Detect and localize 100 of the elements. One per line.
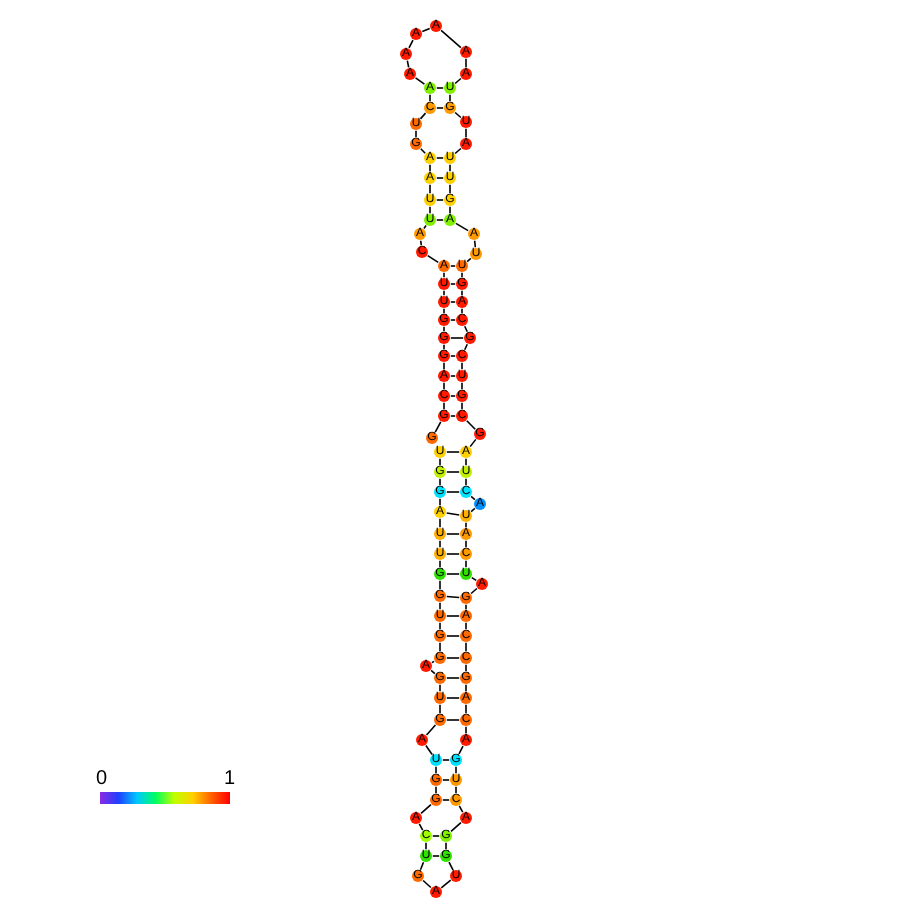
connector-line (436, 177, 444, 179)
connector-line (443, 290, 445, 296)
connector-line (465, 478, 467, 486)
connector-line (419, 112, 427, 120)
connector-line (446, 533, 460, 535)
connector-line (463, 343, 469, 351)
connector-line (449, 94, 451, 102)
connector-line (439, 580, 441, 590)
connector-line (461, 382, 463, 390)
connector-line (450, 283, 456, 285)
connector-line (446, 573, 460, 575)
connector-line (443, 308, 445, 314)
connector-line (461, 272, 463, 278)
connector-line (440, 29, 462, 49)
connector-line (465, 522, 467, 528)
connector-line (420, 148, 426, 154)
connector-line (439, 540, 441, 548)
connector-line (439, 478, 441, 486)
connector-line (465, 622, 467, 630)
connector-line (442, 779, 450, 781)
connector-line (446, 719, 460, 721)
connector-line (465, 540, 467, 548)
connector-line (450, 375, 456, 377)
connector-line (449, 206, 451, 214)
connector-line (461, 402, 463, 410)
connector-line (443, 362, 445, 370)
connector-line (431, 660, 435, 664)
connector-line (454, 77, 462, 85)
connector-line (446, 697, 460, 699)
connector-line (439, 458, 441, 466)
connector-line (455, 786, 457, 794)
connector-line (439, 642, 441, 652)
connector-line (448, 861, 454, 871)
connector-line (458, 745, 464, 755)
connector-line (419, 861, 425, 871)
connector-line (450, 395, 456, 397)
connector-line (450, 415, 456, 417)
connector-line (414, 77, 426, 85)
connector-line (443, 272, 445, 278)
connector-line (439, 622, 441, 630)
connector-line (418, 823, 424, 831)
connector-line (439, 602, 441, 610)
connector-line (425, 744, 433, 756)
connector-line (435, 786, 437, 794)
scale-label: 1 (224, 770, 236, 790)
connector-line (442, 799, 450, 801)
connector-line (446, 491, 460, 493)
connector-line (446, 451, 460, 453)
connector-line (443, 382, 445, 390)
connector-line (426, 254, 440, 264)
connector-line (436, 107, 444, 109)
connector-line (439, 498, 441, 506)
connector-line (463, 325, 469, 333)
connector-line (429, 184, 431, 194)
connector-line (449, 184, 451, 194)
connector-line (439, 560, 441, 568)
connector-line (420, 803, 432, 815)
connector-line (415, 130, 417, 138)
connector-line (446, 677, 460, 679)
connector-line (455, 222, 469, 232)
connector-line (425, 724, 437, 736)
connector-line (465, 684, 467, 692)
connector-line (408, 39, 414, 49)
connector-line (473, 239, 477, 249)
connector-line (450, 355, 456, 357)
connector-line (440, 879, 452, 889)
connector-line (436, 199, 444, 201)
connector-line (450, 821, 462, 833)
connector-line (465, 604, 467, 610)
connector-line (454, 147, 462, 155)
connector-line (446, 635, 460, 637)
connector-line (446, 471, 460, 473)
connector-line (450, 337, 464, 339)
connector-line (429, 206, 431, 214)
connector-line (466, 420, 476, 430)
connector-line (450, 301, 456, 303)
connector-line (465, 560, 467, 568)
connector-line (419, 239, 423, 247)
connector-line (434, 421, 442, 433)
connector-line (442, 759, 450, 761)
connector-line (439, 684, 441, 692)
connector-line (443, 326, 445, 332)
connector-line (458, 805, 464, 813)
connector-line (446, 657, 460, 659)
connector-line (425, 842, 427, 850)
connector-line (470, 587, 478, 595)
connector-line (461, 308, 463, 314)
connector-line (445, 512, 461, 516)
connector-line (423, 224, 427, 230)
connector-line (470, 495, 476, 501)
connector-line (422, 879, 432, 889)
connector-line (470, 507, 476, 513)
connector-line (454, 111, 462, 119)
connector-line (465, 58, 467, 68)
connector-line (449, 164, 451, 172)
connector-line (455, 766, 457, 774)
connector-line (421, 27, 431, 33)
connector-line (432, 855, 440, 857)
connector-line (432, 835, 440, 837)
connector-line (465, 458, 467, 466)
